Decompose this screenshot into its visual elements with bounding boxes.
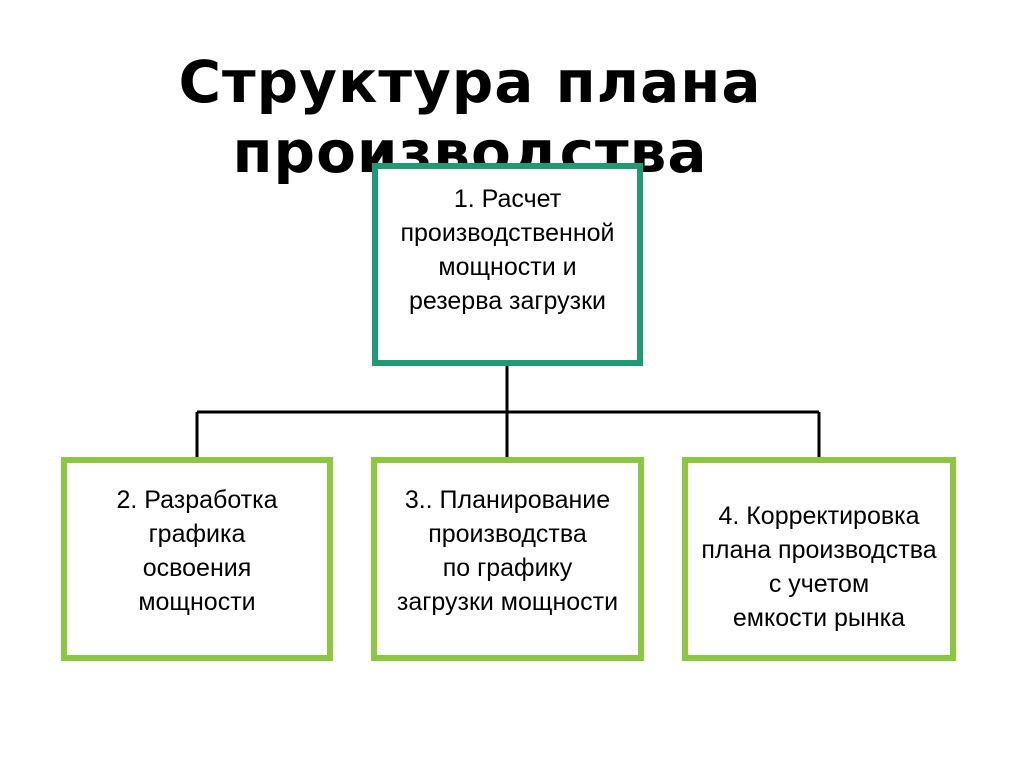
slide-title: Структура плана производства [150, 47, 790, 187]
root-box-capacity-calculation: 1. Расчет производственной мощности и ре… [372, 163, 643, 366]
child-box-capacity-schedule: 2. Разработка графика освоения мощности [61, 457, 333, 661]
child-box-production-planning: 3.. Планирование производства по графику… [371, 457, 644, 661]
child-box-plan-adjustment: 4. Корректировка плана производства с уч… [682, 457, 956, 661]
slide-title-line-1: Структура плана [178, 47, 762, 116]
